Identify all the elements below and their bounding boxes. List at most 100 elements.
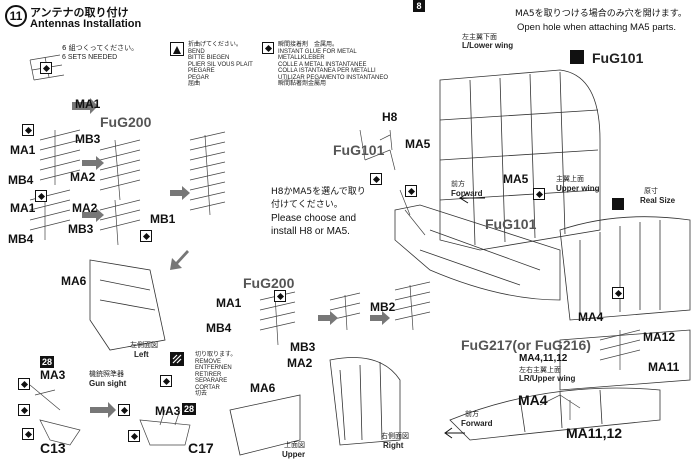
label-mb3-b: MB3 (68, 222, 94, 236)
forward2-jp: 前方 (465, 410, 479, 418)
label-ma6-a: MA6 (61, 274, 87, 288)
legend-glue-line: COLLA ISTANTANEA PER METALLI (278, 68, 376, 74)
instant-glue-icon (128, 430, 140, 442)
label-ma4-a: MA4 (578, 310, 604, 324)
ma5-hole-note-en: Open hole when attaching MA5 parts. (517, 22, 676, 33)
instant-glue-icon (262, 42, 274, 54)
instant-glue-icon (18, 404, 30, 416)
legend-bend-line: PEGAR (188, 74, 210, 81)
legend-glue-line: METALLKLEBER (278, 55, 325, 61)
legend-remove-line: 切り取ります。 (195, 351, 237, 358)
label-fug200-b: FuG200 (243, 275, 295, 291)
forward-en: Forward (451, 189, 483, 198)
legend-remove-line: 切去 (195, 390, 208, 397)
drill-hole-icon (570, 50, 584, 64)
label-ma1-a: MA1 (10, 143, 36, 157)
step-title-en: Antennas Installation (30, 18, 142, 30)
label-ma5-b: MA5 (503, 172, 529, 186)
legend-glue-line: 瞬間接着剤 金属用。 (278, 41, 339, 48)
legend-bend-line: 折曲げてください。 (188, 41, 242, 48)
legend-remove-line: RETIRER (195, 371, 222, 378)
lr-upper-wing-en: LR/Upper wing (519, 374, 576, 383)
right-view-jp: 右側面図 (381, 432, 409, 440)
bend-symbol-icon (170, 42, 184, 56)
label-mb3-c: MB3 (290, 340, 316, 354)
legend-bend-line: PIEGARE (188, 68, 215, 74)
legend-bend-line: BEND (188, 48, 205, 55)
instant-glue-icon (612, 287, 624, 299)
legend-bend-text: 折曲げてください。 BEND BITTE BIEGEN PLIER SIL VO… (188, 41, 253, 88)
label-ma3-a: MA3 (40, 368, 66, 382)
label-ma12: MA12 (643, 330, 676, 344)
label-ma5-a: MA5 (405, 137, 431, 151)
left-view-jp: 左側面図 (130, 341, 158, 349)
legend-remove-line: CORTAR (195, 384, 220, 391)
legend-remove-text: 切り取ります。 REMOVE ENTFERNEN RETIRER SEPARAR… (195, 351, 237, 398)
forward-jp: 前方 (451, 180, 465, 188)
label-ma1-c: MA1 (216, 296, 242, 310)
legend-glue-text: 瞬間接着剤 金属用。 INSTANT GLUE FOR METAL METALL… (278, 41, 389, 88)
legend-glue-line: UTILIZAR PEGAMENTO INSTANTANEO (278, 74, 389, 81)
label-mb3-a: MB3 (75, 132, 101, 146)
instant-glue-icon (370, 173, 382, 185)
label-ma11-12: MA11,12 (566, 425, 623, 441)
make6-note-en: 6 SETS NEEDED (62, 54, 118, 61)
gunsight-en: Gun sight (89, 379, 127, 388)
label-ma1-b: MA1 (10, 201, 36, 215)
forward2-en: Forward (461, 419, 493, 428)
instant-glue-icon (140, 230, 152, 242)
legend-remove-line: ENTFERNEN (195, 365, 232, 371)
label-fug217: FuG217(or FuG216) (461, 337, 591, 353)
drill-hole-icon (612, 198, 624, 210)
remove-symbol-icon (170, 352, 184, 366)
label-mb4-c: MB4 (206, 321, 232, 335)
top-right-step-box: 8 (413, 0, 425, 12)
legend-remove-line: SEPARARE (195, 378, 228, 384)
label-ma4-11-12: MA4,11,12 (519, 353, 568, 364)
label-ma11: MA11 (648, 360, 680, 374)
legend-bend-line: BITTE BIEGEN (188, 55, 230, 61)
real-size-jp: 原寸 (644, 187, 658, 195)
label-ma3-b: MA3 (155, 404, 181, 418)
ref-28-badge-a: 28 (40, 356, 54, 368)
instant-glue-icon (22, 428, 34, 440)
label-ma4-b: MA4 (518, 392, 548, 408)
legend-remove-line: REMOVE (195, 358, 222, 365)
label-mb4-a: MB4 (8, 173, 34, 187)
instant-glue-icon (18, 378, 30, 390)
upper-wing-en: Upper wing (556, 184, 600, 193)
lower-wing-jp: 左主翼下面 (462, 33, 497, 41)
left-view-en: Left (134, 350, 149, 359)
label-mb4-b: MB4 (8, 232, 34, 246)
label-ma1-top: MA1 (75, 97, 101, 111)
h8-ma5-note-jp: H8かMA5を選んで取り付けてください。 (271, 187, 366, 210)
legend-bend-line: 屈曲 (188, 80, 201, 87)
ma5-hole-note-jp: MA5を取りつける場合のみ穴を開けます。 (515, 9, 687, 19)
label-fug101-a: FuG101 (333, 142, 385, 158)
instant-glue-icon (160, 375, 172, 387)
instant-glue-icon (405, 185, 417, 197)
label-c17: C17 (188, 440, 214, 456)
h8-ma5-note-en: Please choose and install H8 or MA5. (271, 213, 357, 237)
label-c13: C13 (40, 440, 66, 456)
instant-glue-icon (274, 290, 286, 302)
step-number-badge: 11 (5, 5, 27, 27)
ref-28-badge-b: 28 (182, 403, 196, 415)
label-fug101-b: FuG101 (592, 50, 644, 66)
label-mb2: MB2 (370, 300, 396, 314)
make6-note-jp: 6 組つくってください。 (62, 44, 139, 52)
lower-wing-en: L/Lower wing (462, 41, 514, 50)
label-mb1: MB1 (150, 212, 176, 226)
legend-glue-line: 瞬間黏著劑金屬用 (278, 80, 327, 87)
label-ma6-b: MA6 (250, 381, 276, 395)
legend-glue-line: INSTANT GLUE FOR METAL (278, 48, 357, 55)
step-title-jp: アンテナの取り付け (30, 6, 129, 19)
right-view-en: Right (383, 441, 404, 450)
upper-wing-jp: 主翼上面 (556, 175, 584, 183)
instant-glue-icon (22, 124, 34, 136)
legend-glue-line: COLLE A METAL INSTANTANEE (278, 61, 367, 68)
legend-bend-line: PLIER SIL VOUS PLAIT (188, 61, 253, 68)
label-ma2-b: MA2 (72, 201, 98, 215)
label-fug101-c: FuG101 (485, 216, 537, 232)
